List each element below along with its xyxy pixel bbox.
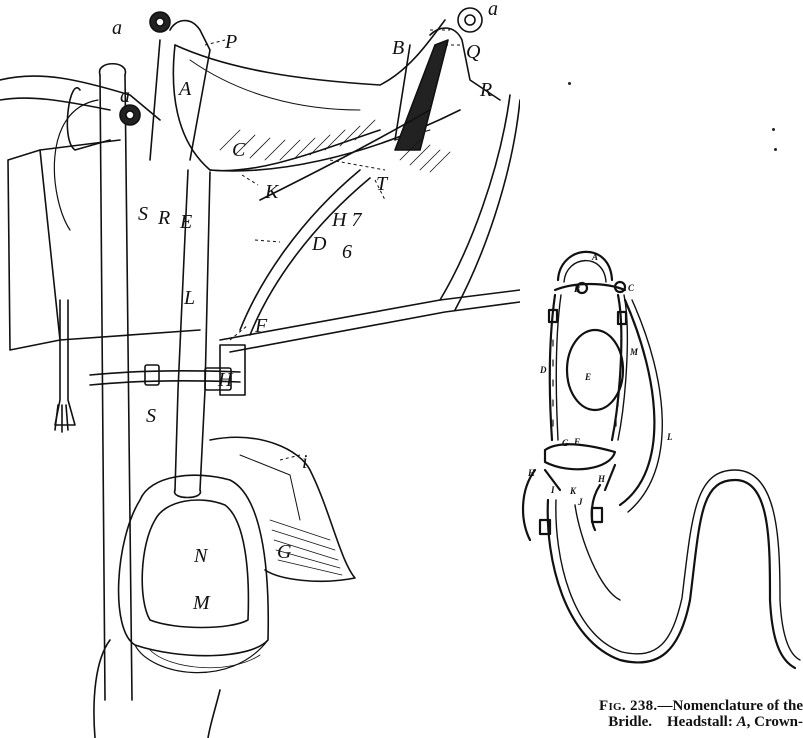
label-a-right: a [488,0,498,20]
label-A: A [177,78,192,100]
label-E: E [179,211,192,233]
label-S-top: S [138,203,148,225]
caption-line-1: Fig. 238.—Nomenclature of the [520,698,803,714]
stray-dot [568,82,571,85]
label-a-left: a [112,17,122,39]
bridle-label-E: E [584,372,591,382]
label-S-bottom: S [146,405,156,427]
caption-line-2: Bridle. Headstall: A, Crown- [520,714,803,730]
bridle-label-M: M [629,347,639,357]
bridle-label-H-right: H [597,474,606,484]
label-T: T [376,173,389,195]
label-R-right: R [479,79,492,101]
bridle-label-L: L [666,432,673,442]
label-a-mid: a [120,85,130,107]
stray-dot [774,148,777,151]
bridle-label-F: F [573,437,580,447]
label-6: 6 [342,241,352,263]
label-N: N [193,545,209,567]
label-L: L [183,287,195,309]
bridle-label-G: G [562,438,569,448]
label-H7: H 7 [331,209,362,231]
caption-line-2-end: , Crown- [747,714,803,730]
bridle-label-B: B [573,284,580,294]
caption-line-2-italic: A [737,714,747,730]
label-Q: Q [466,41,481,63]
bridle-label-J: J [577,497,583,507]
bridle-label-A: A [591,252,598,262]
label-B: B [392,37,404,59]
label-i: i [302,451,308,473]
label-D: D [311,233,327,255]
bridle-label-K: K [569,486,577,496]
label-C: C [232,139,246,161]
saddle-illustration: a a a P B Q R A C K T S R E H 7 6 D L F … [0,0,520,738]
bridle-label-D: D [539,365,547,375]
bridle-label-H-left: H [527,468,536,478]
figure-caption: Fig. 238.—Nomenclature of the Bridle. He… [520,698,803,730]
bridle-label-C: C [628,283,635,293]
label-R-left: R [157,207,170,229]
label-M: M [192,592,211,614]
caption-line-1-text: —Nomenclature of the [657,698,803,714]
bridle-label-I: I [550,485,555,495]
caption-fig-number: Fig. 238. [599,698,657,714]
label-H-strap: H [217,369,234,391]
label-P: P [224,31,237,53]
stray-dot [772,128,775,131]
label-F: F [254,315,268,337]
label-K: K [264,181,280,203]
caption-line-2-text: Bridle. Headstall: [608,714,733,730]
label-G: G [277,541,292,563]
